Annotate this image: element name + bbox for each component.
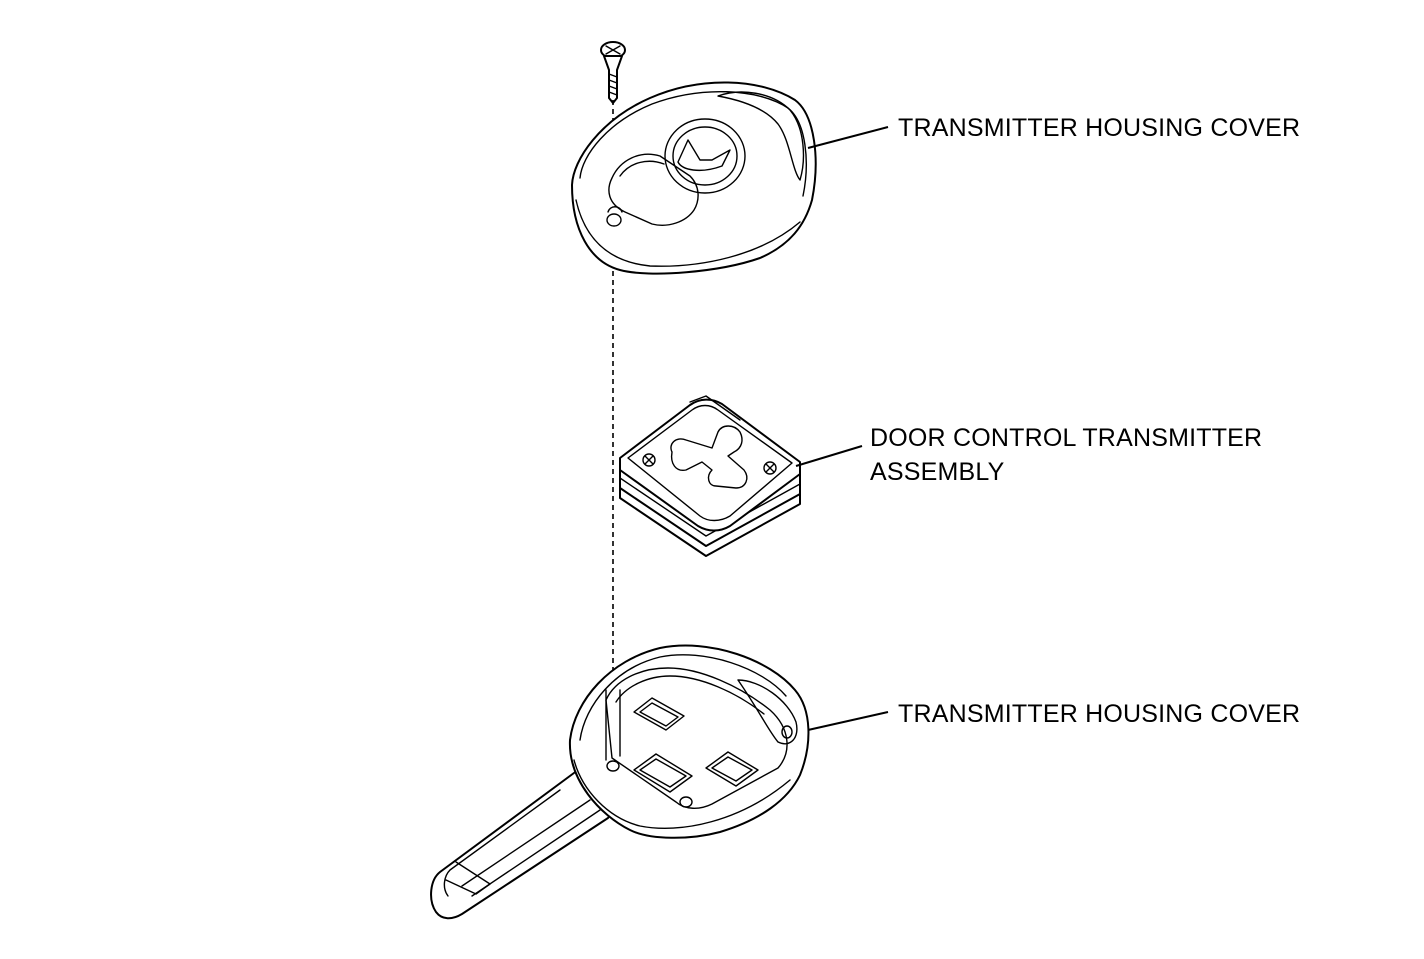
leader-top-cover — [807, 126, 889, 149]
label-transmitter-line1: DOOR CONTROL TRANSMITTER — [870, 424, 1263, 452]
screw — [600, 41, 626, 104]
leader-bottom-cover — [807, 711, 889, 731]
label-bottom-housing-cover: TRANSMITTER HOUSING COVER — [898, 700, 1301, 728]
bottom-housing-cover — [430, 644, 810, 920]
label-transmitter-line2: ASSEMBLY — [870, 458, 1005, 486]
leader-transmitter — [795, 445, 863, 467]
transmitter-assembly — [619, 395, 801, 557]
top-housing-cover — [571, 81, 817, 275]
label-top-housing-cover: TRANSMITTER HOUSING COVER — [898, 114, 1301, 142]
